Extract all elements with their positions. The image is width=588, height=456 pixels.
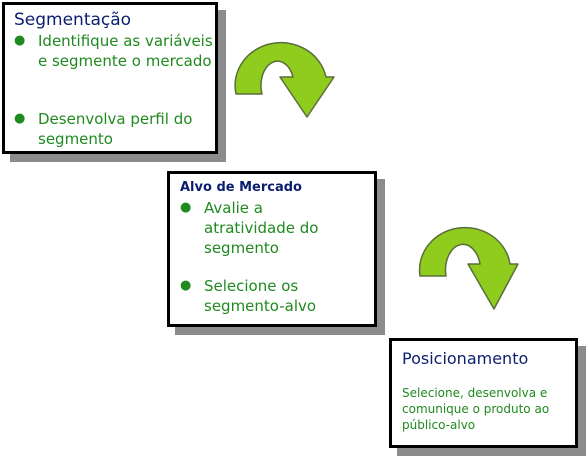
alvo-mercado-box: Alvo de Mercado ● Avalie a atratividade … [167,171,377,327]
curved-arrow-1-shape [234,41,335,118]
curved-arrow-2-icon [418,226,519,310]
segmentacao-bullet-1-text: Identifique as variáveis e segmente o me… [38,32,213,70]
posicionamento-text: Selecione, desenvolva e comunique o prod… [402,386,550,432]
bullet-dot-icon: ● [180,200,192,215]
bullet-dot-icon: ● [14,111,26,126]
alvo-mercado-bullet-1-text: Avalie a atratividade do segmento [204,199,319,257]
alvo-mercado-title: Alvo de Mercado [180,180,302,195]
alvo-mercado-bullet-2-text: Selecione os segmento-alvo [204,277,317,315]
curved-arrow-2-shape [418,226,519,310]
segmentacao-box: Segmentação ● Identifique as variáveis e… [2,2,218,154]
posicionamento-title: Posicionamento [402,349,529,368]
segmentacao-title: Segmentação [14,10,132,30]
curved-arrow-1-icon [234,41,335,118]
segmentacao-bullet-2-text: Desenvolva perfil do segmento [38,110,193,148]
bullet-dot-icon: ● [180,278,192,293]
bullet-dot-icon: ● [14,33,26,48]
posicionamento-box: Posicionamento Selecione, desenvolva e c… [389,338,578,448]
